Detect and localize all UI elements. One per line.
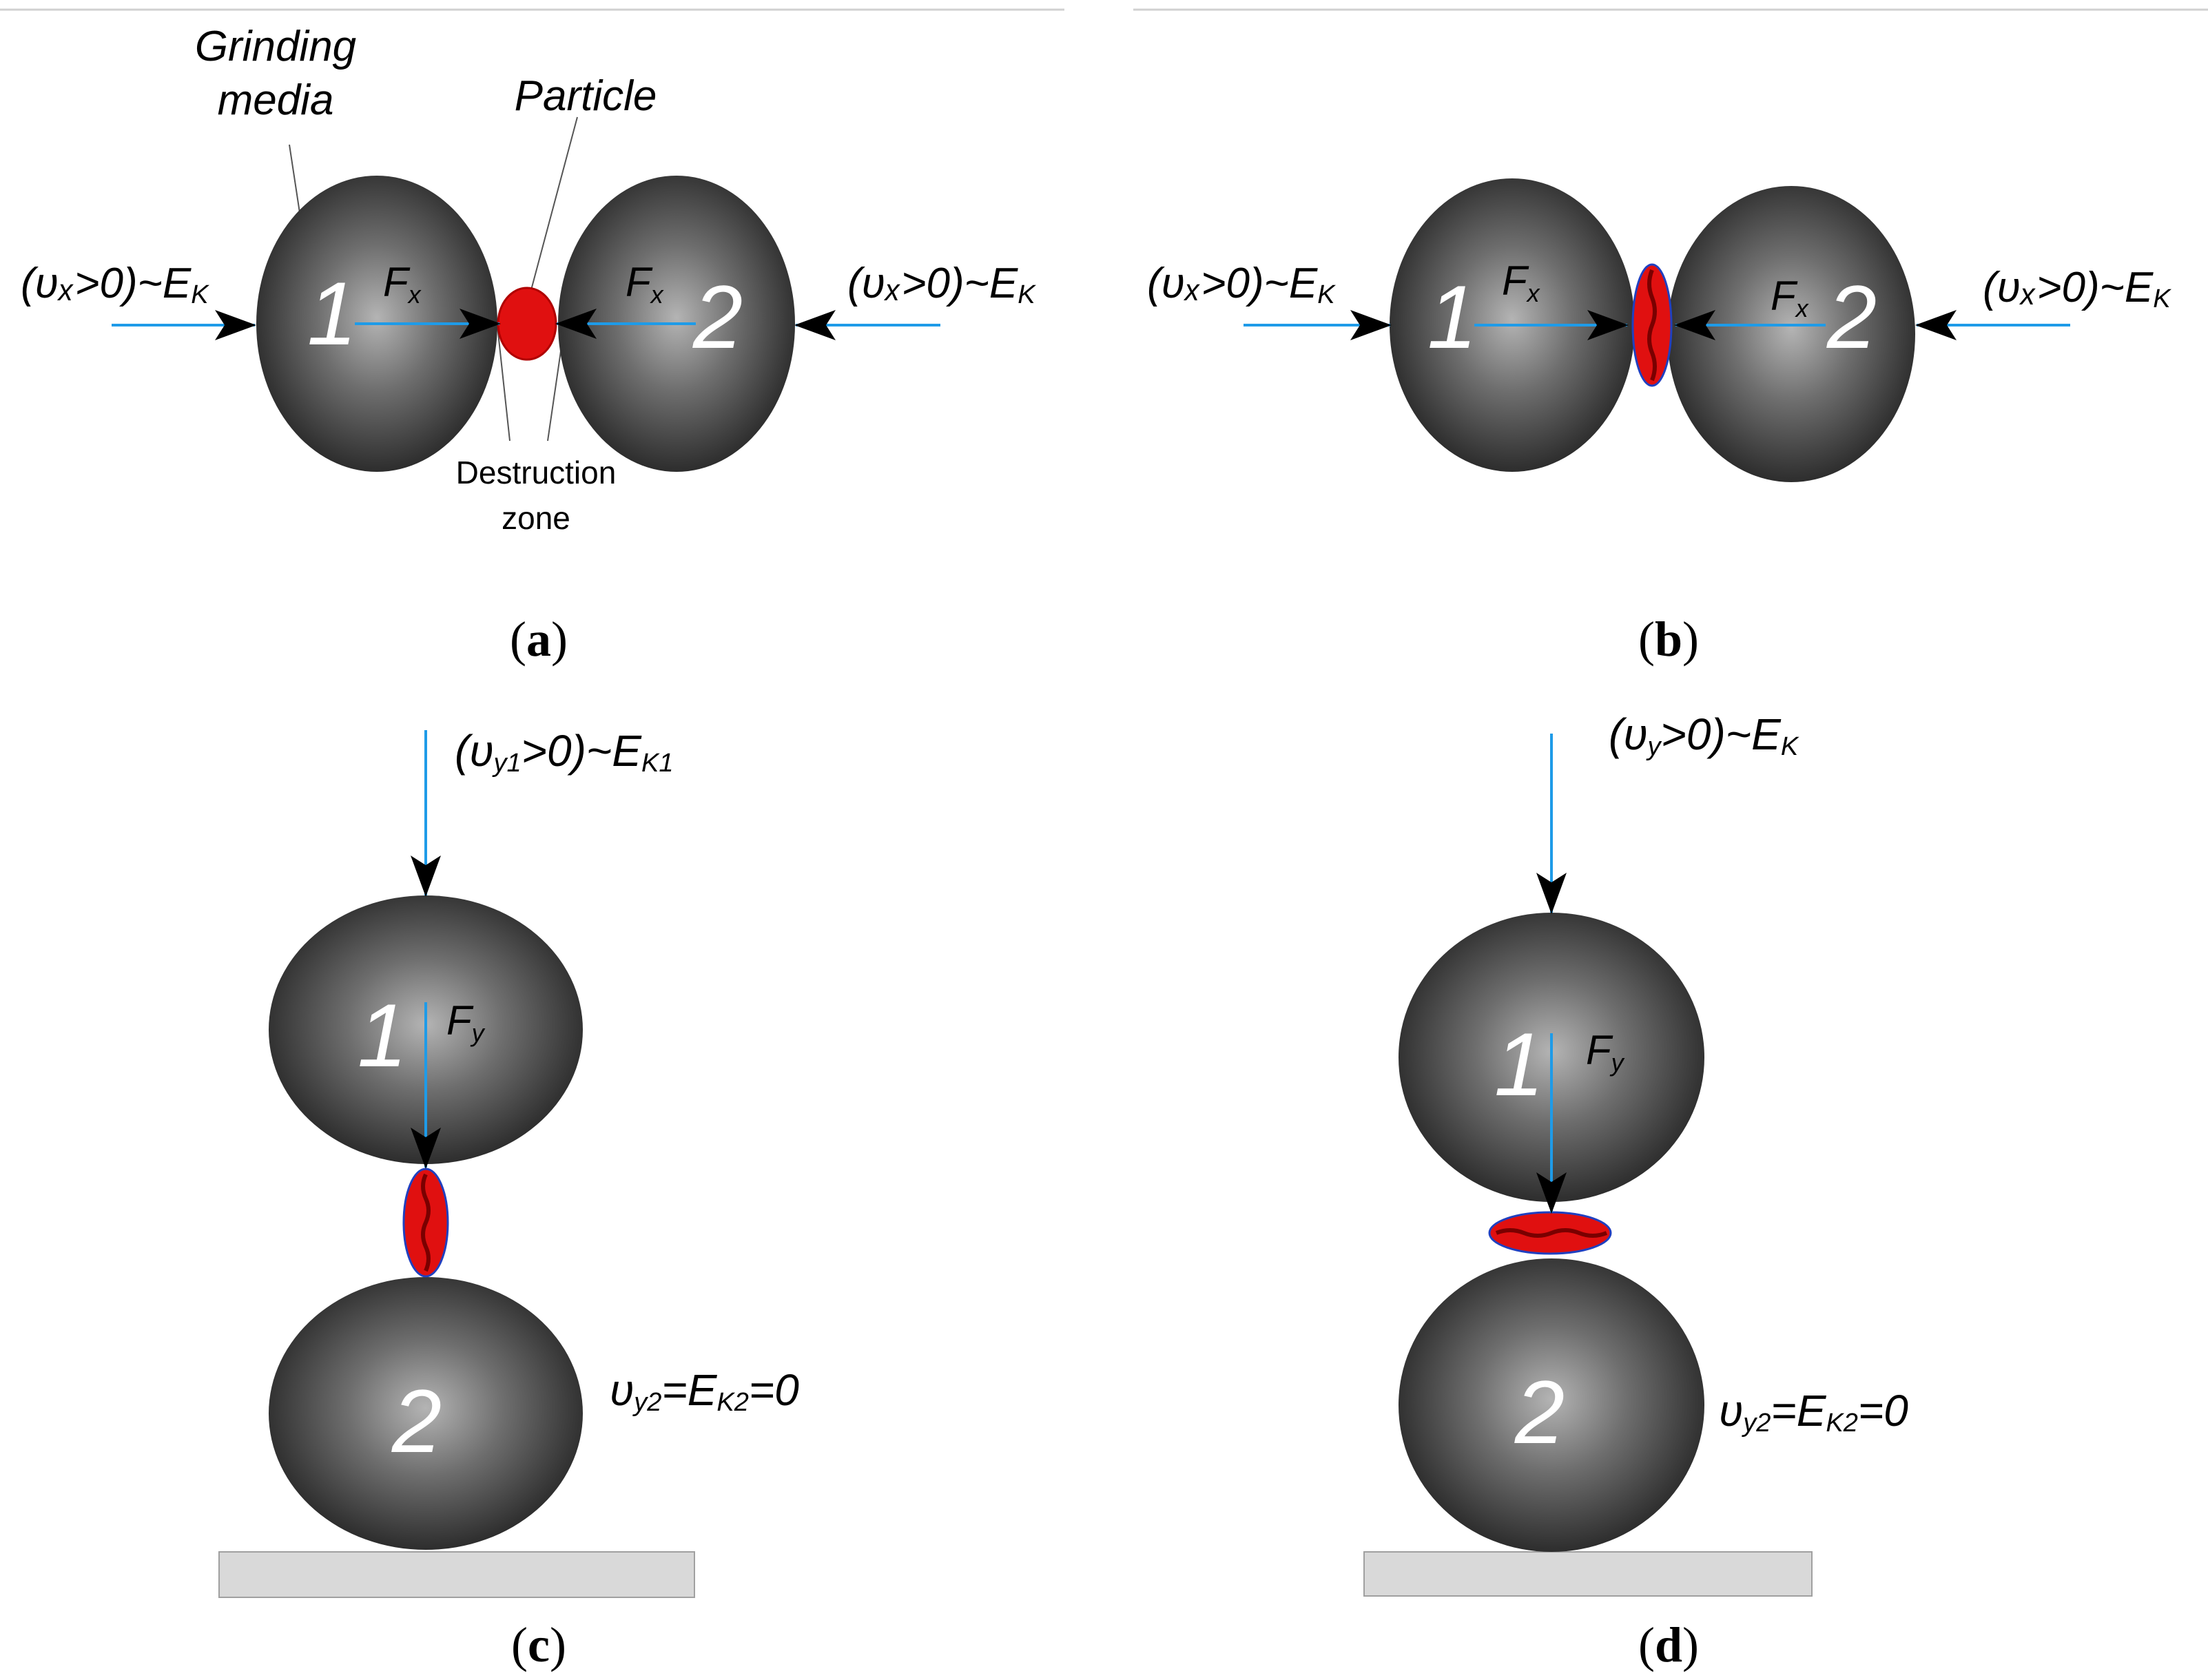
velocity-label-left: (υₓ>0)~EK <box>1147 260 1336 309</box>
caption-c: (c) <box>511 1617 566 1672</box>
force-label-left: Fx <box>383 259 422 309</box>
ball-1-number: 1 <box>307 263 357 364</box>
ball-2-number: 2 <box>1514 1362 1565 1462</box>
force-label: Fy <box>1586 1027 1625 1077</box>
velocity-label-left: (υₓ>0)~EK <box>21 260 209 309</box>
force-label: Fy <box>446 997 486 1047</box>
grinding-ball-2 <box>1667 186 1915 482</box>
ball-1-number: 1 <box>1494 1014 1544 1114</box>
velocity-label-right: (υₓ>0)~EK <box>1983 264 2171 313</box>
velocity-label-top: (υy1>0)~EK1 <box>455 726 673 778</box>
panel-b: 1 2 Fx Fx (υₓ>0)~EK (υₓ>0)~EK (b) <box>1147 178 2171 667</box>
particle-crack <box>421 1173 431 1272</box>
floor-plate <box>1363 1551 1813 1597</box>
velocity-label-top: (υy>0)~EK <box>1609 709 1799 761</box>
ball-1-number: 1 <box>358 985 407 1086</box>
caption-a: (a) <box>510 612 568 667</box>
grinding-ball-2 <box>1399 1258 1704 1552</box>
caption-b: (b) <box>1638 612 1699 667</box>
panel-d: 1 2 Fy (υy>0)~EK υy2=EK2=0 (d) <box>1363 709 1908 1672</box>
caption-d: (d) <box>1638 1617 1699 1672</box>
panel-c: 1 2 Fy (υy1>0)~EK1 υy2=EK2=0 (c) <box>218 726 799 1672</box>
force-label-left: Fx <box>1502 258 1541 307</box>
label-particle: Particle <box>515 72 657 120</box>
ball-2-number: 2 <box>391 1371 442 1471</box>
velocity-label-bottom: υy2=EK2=0 <box>610 1365 799 1417</box>
force-label-right: Fx <box>626 259 665 309</box>
ball-2-number: 2 <box>1826 267 1877 367</box>
ball-1-number: 1 <box>1427 267 1477 367</box>
floor-plate <box>218 1551 695 1598</box>
particle-crack <box>1647 269 1657 382</box>
particle <box>497 287 557 361</box>
particle-crack <box>1495 1228 1608 1238</box>
grinding-ball-2 <box>269 1277 583 1550</box>
ball-2-number: 2 <box>692 267 743 367</box>
force-label-right: Fx <box>1771 273 1810 322</box>
leader-particle <box>528 116 578 298</box>
velocity-label-right: (υₓ>0)~EK <box>847 260 1036 309</box>
velocity-label-bottom: υy2=EK2=0 <box>1719 1386 1908 1438</box>
